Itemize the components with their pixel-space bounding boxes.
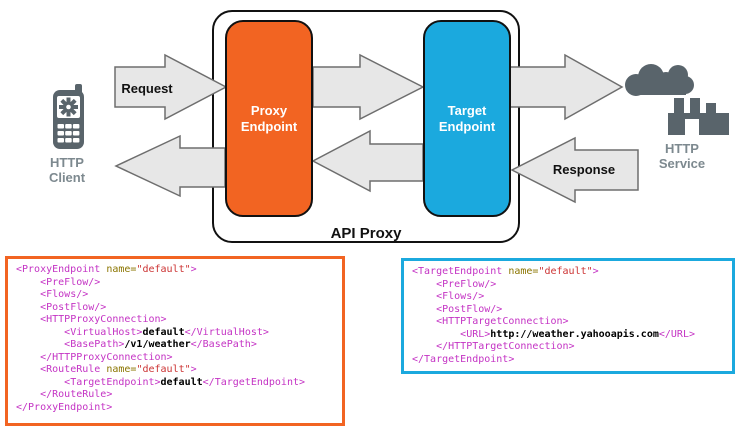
code-line: <TargetEndpoint>default</TargetEndpoint> <box>64 376 306 388</box>
request-arrow <box>114 53 228 121</box>
code-line: <ProxyEndpoint name="default"> <box>16 264 197 275</box>
code-line: </HTTPTargetConnection> <box>436 341 575 352</box>
http-service-factory-icon <box>625 64 729 135</box>
code-line: </ProxyEndpoint> <box>16 401 113 413</box>
code-line: <HTTPProxyConnection> <box>40 314 167 325</box>
code-line: </RouteRule> <box>40 389 113 400</box>
proxy-to-client-arrow <box>114 134 226 198</box>
phone-keypad <box>57 124 80 143</box>
target-endpoint-xml-code: <TargetEndpoint name="default"> <PreFlow… <box>412 266 724 366</box>
code-line: <PostFlow/> <box>436 303 503 315</box>
response-label: Response <box>552 162 616 177</box>
http-client-phone-icon <box>53 84 84 149</box>
code-line: <Flows/> <box>40 289 89 300</box>
code-line: <TargetEndpoint name="default"> <box>412 266 599 277</box>
code-line: <RouteRule name="default"> <box>40 364 197 375</box>
code-line: <BasePath>/v1/weather</BasePath> <box>64 339 257 350</box>
request-label: Request <box>121 81 173 96</box>
code-line: <URL>http://weather.yahooapis.com</URL> <box>460 328 695 340</box>
code-block-target-endpoint: <TargetEndpoint name="default"> <PreFlow… <box>401 258 735 374</box>
proxy-endpoint-label: Proxy Endpoint <box>240 102 298 134</box>
proxy-endpoint-xml-code: <ProxyEndpoint name="default"> <PreFlow/… <box>16 264 334 414</box>
factory-door <box>685 119 699 135</box>
code-line: <PreFlow/> <box>40 276 101 288</box>
api-proxy-label: API Proxy <box>330 225 402 242</box>
target-endpoint-box: Target Endpoint <box>423 20 511 217</box>
response-arrow <box>510 136 639 204</box>
http-client-label: HTTP Client <box>48 155 86 185</box>
gear-icon <box>59 97 78 117</box>
code-block-proxy-endpoint: <ProxyEndpoint name="default"> <PreFlow/… <box>5 256 345 426</box>
target-endpoint-label: Target Endpoint <box>438 102 496 134</box>
diagram-graphics <box>53 53 729 204</box>
code-line: </HTTPProxyConnection> <box>40 351 173 363</box>
smoke-cloud-icon <box>625 64 694 96</box>
code-line: <Flows/> <box>436 291 485 302</box>
target-to-service-arrow <box>509 53 624 121</box>
code-line: <PostFlow/> <box>40 301 107 313</box>
code-line: <PreFlow/> <box>436 278 497 290</box>
code-line: <HTTPTargetConnection> <box>436 316 569 327</box>
factory-building <box>668 98 729 135</box>
proxy-to-target-arrow <box>312 53 425 121</box>
code-line: <VirtualHost>default</VirtualHost> <box>64 326 269 338</box>
code-line: </TargetEndpoint> <box>412 353 515 365</box>
target-to-proxy-arrow <box>311 129 424 193</box>
proxy-endpoint-box: Proxy Endpoint <box>225 20 313 217</box>
http-service-label: HTTP Service <box>658 141 706 171</box>
